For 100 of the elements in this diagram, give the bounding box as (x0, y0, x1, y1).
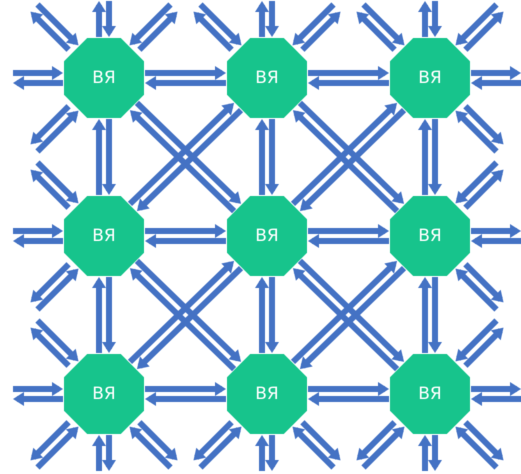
arrow (455, 426, 499, 470)
arrow (92, 1, 106, 37)
arrow (193, 12, 234, 52)
node-label: ВЯ (418, 70, 442, 86)
arrow (92, 277, 106, 353)
arrow (13, 392, 63, 406)
arrow (255, 1, 269, 37)
arrow (35, 2, 79, 46)
arrow (455, 268, 499, 312)
node-label: ВЯ (92, 228, 116, 244)
arrow (129, 426, 173, 470)
arrow (134, 100, 242, 204)
node-label: ВЯ (255, 228, 279, 244)
arrow (92, 435, 106, 471)
arrow (198, 2, 242, 46)
arrow (292, 268, 400, 372)
arrow (298, 100, 404, 204)
arrow (265, 119, 279, 195)
arrow (428, 119, 442, 195)
node-label: ВЯ (255, 386, 279, 402)
arrow (255, 435, 269, 471)
node-label: ВЯ (92, 386, 116, 402)
arrow (471, 66, 521, 80)
arrow (361, 426, 405, 470)
arrow (13, 224, 63, 238)
arrow (30, 104, 71, 144)
arrow (30, 12, 71, 52)
arrow (35, 268, 79, 312)
arrow (308, 234, 389, 248)
arrow (428, 1, 442, 37)
arrow (471, 224, 521, 238)
arrow (145, 76, 226, 90)
arrow (128, 260, 234, 364)
arrow (471, 234, 521, 248)
arrow (130, 110, 236, 214)
arrow (92, 119, 106, 195)
arrow (463, 170, 504, 210)
arrow (145, 382, 226, 396)
arrow (300, 108, 406, 212)
arrow (13, 76, 63, 90)
arrow (145, 224, 226, 238)
node-label: ВЯ (418, 228, 442, 244)
arrow (455, 160, 499, 204)
arrow (102, 119, 116, 195)
arrow (265, 435, 279, 471)
arrow (145, 392, 226, 406)
arrow (418, 435, 432, 471)
arrow (455, 2, 499, 46)
arrow (136, 266, 244, 370)
arrow (35, 318, 79, 362)
arrow (137, 420, 178, 460)
arrow (463, 104, 504, 144)
arrow (136, 108, 244, 212)
arrow (137, 12, 178, 52)
arrow (129, 2, 173, 46)
arrow (128, 102, 234, 206)
arrow (471, 382, 521, 396)
arrow (428, 435, 442, 471)
arrow (308, 76, 389, 90)
node-label: ВЯ (255, 70, 279, 86)
arrow (30, 262, 71, 302)
arrow (308, 66, 389, 80)
arrow (255, 277, 269, 353)
arrow (356, 12, 397, 52)
arrow (30, 170, 71, 210)
arrow (463, 328, 504, 368)
arrow (265, 277, 279, 353)
arrow (308, 392, 389, 406)
arrow (308, 224, 389, 238)
arrow (298, 258, 404, 362)
arrow (193, 420, 234, 460)
arrow (308, 382, 389, 396)
arrow (102, 435, 116, 471)
arrow (300, 12, 341, 52)
arrow (13, 234, 63, 248)
arrow (428, 277, 442, 353)
node-label: ВЯ (92, 70, 116, 86)
arrow (35, 160, 79, 204)
arrow (255, 119, 269, 195)
arrow (198, 426, 242, 470)
arrow (102, 1, 116, 37)
arrow (292, 426, 336, 470)
arrow (35, 110, 79, 154)
arrow (418, 277, 432, 353)
arrow (30, 420, 71, 460)
arrow (455, 318, 499, 362)
arrow (13, 382, 63, 396)
arrow (471, 76, 521, 90)
arrow (145, 234, 226, 248)
arrow (471, 392, 521, 406)
arrow (463, 420, 504, 460)
arrow (130, 268, 236, 372)
arrow (300, 420, 341, 460)
arrow (356, 420, 397, 460)
arrow (292, 2, 336, 46)
arrow (290, 102, 398, 206)
arrow (35, 426, 79, 470)
arrow (145, 66, 226, 80)
arrow (463, 262, 504, 302)
arrow (418, 1, 432, 37)
